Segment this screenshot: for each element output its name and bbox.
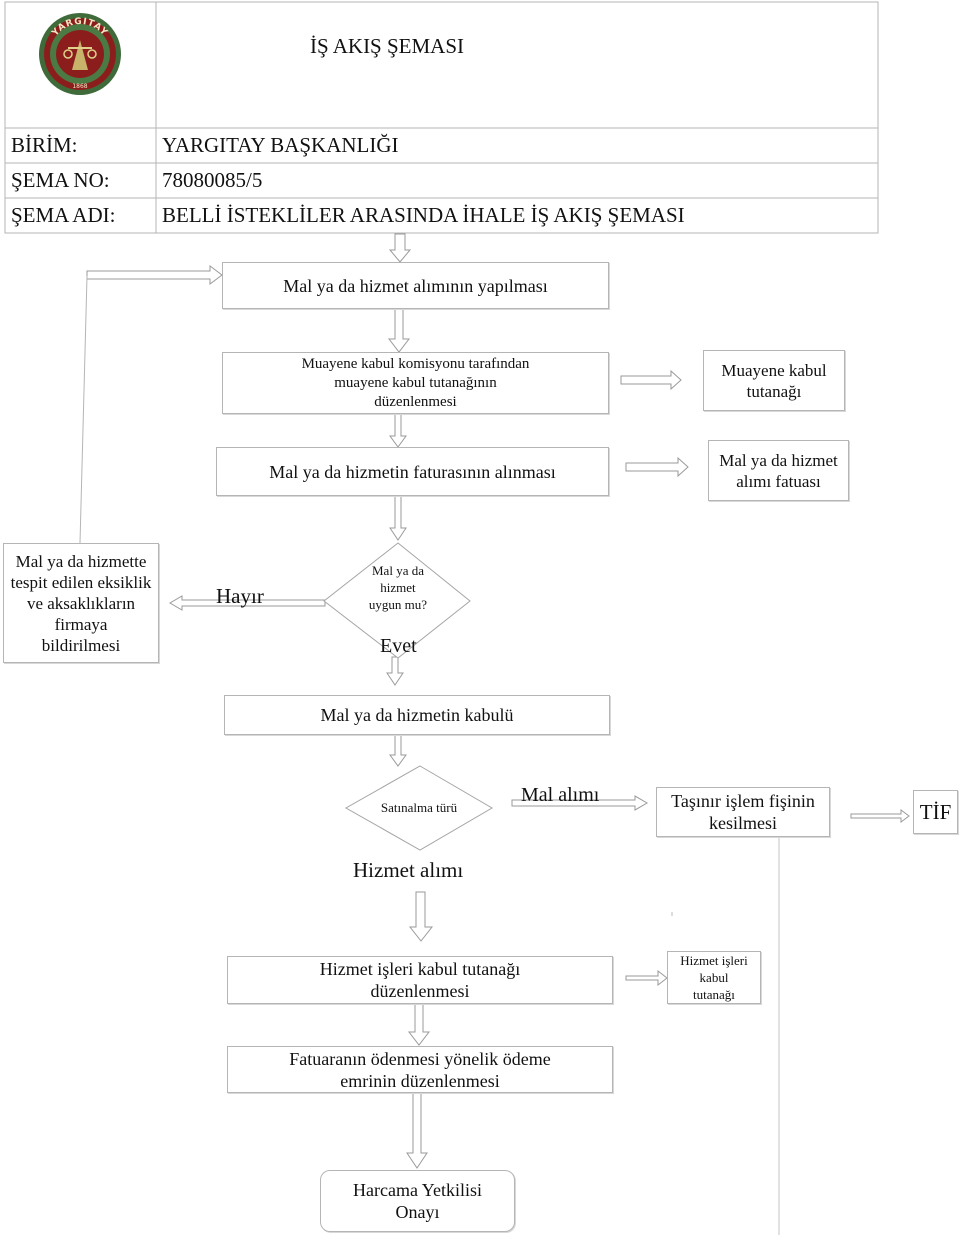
doc-asset-slip: Taşınır işlem fişinin kesilmesi	[656, 787, 830, 837]
arrow-down-9	[406, 1092, 428, 1169]
unit-label: BİRİM:	[11, 133, 78, 157]
goods-label: Mal alımı	[521, 784, 600, 806]
page-title: İŞ AKIŞ ŞEMASI	[309, 34, 465, 58]
deficiency-line-1: Mal ya da hizmette	[15, 551, 147, 571]
step-service-acceptance-line-2: düzenlenmesi	[370, 981, 470, 1001]
arrow-down-3	[389, 413, 407, 448]
deficiency-line-5: bildirilmesi	[41, 635, 121, 655]
deficiency-line-4: firmaya	[54, 614, 108, 634]
doc-service-report-line-3: tutanağı	[693, 987, 735, 1002]
arrow-down-2	[387, 308, 411, 353]
step-invoice: Mal ya da hizmetin faturasının alınması	[216, 447, 609, 496]
logo-year: 1868	[72, 83, 87, 90]
service-label: Hizmet alımı	[353, 858, 464, 882]
no-label: Hayır	[216, 584, 264, 608]
doc-invoice-line-2: alımı fatuası	[736, 471, 821, 491]
decision-2-text: Satınalma türü	[380, 800, 458, 815]
step-purchase-text: Mal ya da hizmet alımının yapılması	[283, 275, 548, 296]
scheme-name-value: BELLİ İSTEKLİLER ARASINDA İHALE İŞ AKIŞ …	[162, 203, 685, 227]
step-acceptance-text: Mal ya da hizmetin kabulü	[320, 705, 514, 725]
doc-asset-slip-line-1: Taşınır işlem fişinin	[671, 791, 815, 811]
tif-box: TİF	[913, 790, 958, 834]
arrow-right-feedback	[86, 265, 223, 285]
tif-text: TİF	[919, 799, 952, 824]
decision-1-line-3: uygun mu?	[368, 597, 428, 612]
step-payment-order-line-1: Fatuaranın ödenmesi yönelik ödeme	[289, 1048, 551, 1069]
doc-invoice-line-1: Mal ya da hizmet	[719, 450, 838, 470]
step-service-acceptance: Hizmet işleri kabul tutanağı düzenlenmes…	[227, 956, 613, 1004]
doc-service-report: Hizmet işleri kabul tutanağı	[667, 951, 761, 1004]
step-inspection-line-2: muayene kabul tutanağının	[334, 374, 497, 391]
doc-inspection-report-line-1: Muayene kabul	[721, 360, 827, 380]
decision-1-line-2: hizmet	[380, 580, 416, 595]
scheme-name-label: ŞEMA ADI:	[11, 203, 116, 227]
doc-inspection-report-line-2: tutanağı	[746, 381, 802, 401]
deficiency-line-3: ve aksaklıkların	[26, 593, 136, 613]
arrow-right-doc1	[620, 369, 682, 391]
feedback-line	[79, 275, 88, 544]
decision-diamond-2	[344, 765, 493, 851]
header-table-border	[4, 1, 879, 234]
doc-invoice: Mal ya da hizmet alımı fatuası	[708, 440, 849, 501]
step-service-acceptance-line-1: Hizmet işleri kabul tutanağı	[319, 959, 521, 979]
arrow-right-goods	[511, 795, 648, 811]
arrow-down-7	[408, 891, 434, 942]
arrow-right-doc2	[625, 456, 689, 478]
step-final-approval-line-1: Harcama Yetkilisi	[353, 1180, 482, 1200]
step-purchase: Mal ya da hizmet alımının yapılması	[222, 262, 609, 309]
doc-service-report-line-1: Hizmet işleri	[680, 953, 748, 968]
arrow-down-5	[386, 656, 404, 686]
doc-service-report-line-2: kabul	[699, 970, 729, 985]
step-inspection-line-3: düzenlenmesi	[374, 393, 457, 410]
unit-value: YARGITAY BAŞKANLIĞI	[162, 133, 399, 157]
doc-asset-slip-line-2: kesilmesi	[709, 813, 777, 833]
arrow-down-6	[389, 734, 407, 767]
step-final-approval-line-2: Onayı	[395, 1202, 440, 1222]
decision-1-text: Mal ya da hizmet uygun mu?	[350, 562, 446, 613]
yargitay-seal-icon: YARGITAY 1868	[39, 13, 121, 95]
scheme-no-value: 78080085/5	[162, 168, 263, 192]
arrow-down-4	[389, 495, 407, 541]
step-invoice-text: Mal ya da hizmetin faturasının alınması	[269, 461, 556, 482]
yes-label: Evet	[380, 635, 417, 657]
step-inspection: Muayene kabul komisyonu tarafından muaye…	[222, 352, 609, 414]
step-deficiency-notice: Mal ya da hizmette tespit edilen eksikli…	[3, 543, 159, 663]
step-acceptance: Mal ya da hizmetin kabulü	[224, 695, 610, 735]
deficiency-line-2: tespit edilen eksiklik	[10, 572, 152, 592]
doc-inspection-report: Muayene kabul tutanağı	[703, 350, 845, 411]
decision-1-line-1: Mal ya da	[372, 563, 424, 578]
arrow-right-doc3	[625, 969, 668, 987]
decision-diamond-1	[323, 542, 471, 659]
arrow-left-no	[169, 595, 326, 611]
arrow-down-8	[407, 1003, 431, 1046]
scheme-no-label: ŞEMA NO:	[11, 168, 110, 192]
step-payment-order: Fatuaranın ödenmesi yönelik ödeme emrini…	[227, 1046, 613, 1093]
arrow-right-tif	[850, 809, 910, 823]
step-payment-order-line-2: emrinin düzenlenmesi	[340, 1070, 500, 1091]
logo: YARGITAY 1868	[38, 12, 122, 96]
step-final-approval: Harcama Yetkilisi Onayı	[320, 1170, 515, 1232]
arrow-down-1	[388, 233, 412, 263]
step-inspection-line-1: Muayene kabul komisyonu tarafından	[301, 355, 530, 372]
